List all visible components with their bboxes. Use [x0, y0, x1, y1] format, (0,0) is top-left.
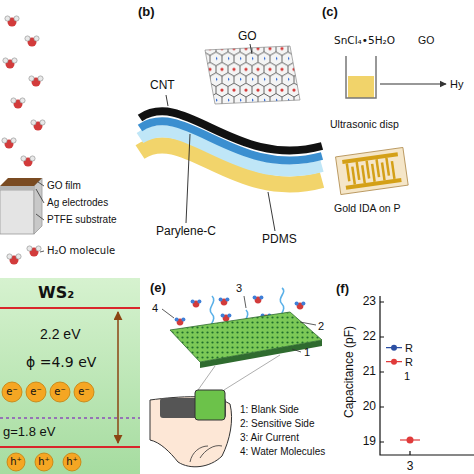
axis-title: Capacitance (pF)	[343, 326, 357, 418]
electron-symbol: e⁻	[6, 386, 17, 398]
callout-number: 2	[318, 320, 324, 333]
legend-fragment: 1	[404, 370, 410, 383]
tick-label: 22	[363, 330, 376, 344]
part-label: GO film	[47, 180, 81, 192]
reagent-label: GO	[418, 34, 434, 46]
part-label: Gold IDA on P	[334, 202, 401, 214]
part-label: PDMS	[262, 233, 297, 247]
tick-label: 23	[363, 295, 376, 309]
callout-number: 3	[236, 282, 242, 295]
hole-symbol: h⁺	[66, 456, 78, 468]
callout-key: 2: Sensitive Side	[240, 418, 315, 430]
chart-axes	[380, 296, 474, 455]
electron-symbol: e⁻	[30, 386, 41, 398]
part-label: GO	[238, 30, 257, 44]
callout-key: 3: Air Current	[240, 432, 299, 444]
legend-line-sample	[386, 357, 402, 367]
sensor-block	[0, 178, 44, 252]
legend-text: R	[405, 356, 413, 369]
panel-letter: (e)	[150, 281, 166, 296]
sensitive-side	[170, 312, 322, 362]
conduction-band	[0, 307, 140, 309]
legend-row: R	[386, 342, 413, 355]
energy-value: g=1.8 eV	[3, 425, 55, 440]
step-label: Ultrasonic disp	[330, 118, 399, 130]
process-arrow	[380, 83, 446, 84]
step-label: Hy	[450, 78, 463, 91]
wrist-with-watch	[150, 390, 232, 467]
hole-symbol: h⁺	[38, 456, 50, 468]
legend-text: R	[405, 342, 413, 355]
electron-symbol: e⁻	[78, 386, 89, 398]
part-label: PTFE substrate	[47, 214, 116, 226]
electron-circles	[2, 382, 94, 402]
valence-band	[0, 446, 140, 448]
tick-label: 19	[363, 435, 376, 449]
tick-label: 21	[363, 365, 376, 379]
fermi-level	[0, 417, 140, 418]
energy-arrow	[117, 312, 119, 443]
hole-circles	[7, 453, 81, 471]
callout-key: 1: Blank Side	[240, 404, 299, 416]
electron-symbol: e⁻	[54, 386, 65, 398]
beaker	[346, 56, 376, 98]
part-label: Parylene-C	[156, 225, 216, 239]
band-diagram-ground	[0, 278, 140, 474]
panel-letter: (b)	[138, 5, 155, 20]
legend-row: R	[386, 356, 413, 369]
energy-value: 2.2 eV	[40, 326, 80, 342]
data-point	[400, 437, 420, 444]
reagent-label: SnCl₄•5H₂O	[334, 34, 395, 46]
leader-lines	[162, 296, 316, 390]
legend-line-sample	[386, 343, 402, 353]
leader-lines	[166, 44, 275, 231]
part-label: CNT	[150, 79, 175, 93]
tick-label: 3	[407, 460, 414, 474]
callout-number: 1	[304, 346, 310, 359]
callout-number: 4	[152, 302, 158, 315]
gold-ida-chip	[336, 147, 409, 194]
material-label: WS₂	[38, 284, 74, 302]
panel-letter: (c)	[322, 5, 338, 20]
flexible-layer-stack	[140, 111, 322, 184]
callout-key: 4: Water Molecules	[240, 446, 325, 458]
panel-letter: (f)	[336, 282, 349, 297]
hole-symbol: h⁺	[10, 456, 22, 468]
part-label: Ag electrodes	[47, 197, 108, 209]
tick-label: 20	[363, 400, 376, 414]
part-label: H₂O molecule	[47, 245, 115, 257]
graphene-oxide-lattice	[205, 46, 300, 104]
energy-value: ϕ =4.9 eV	[26, 354, 96, 370]
